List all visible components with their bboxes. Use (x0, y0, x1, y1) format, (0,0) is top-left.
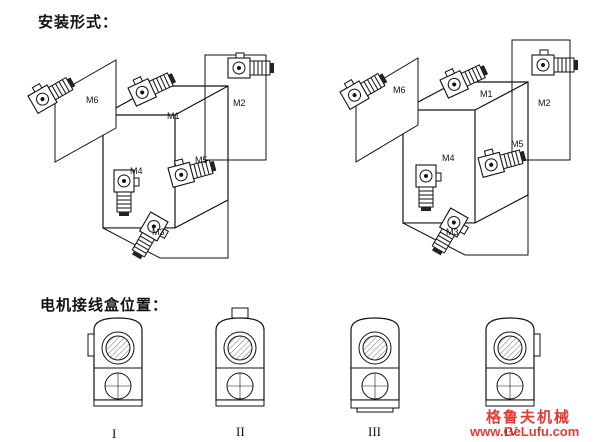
watermark-url: www.GeLufu.com (470, 424, 580, 439)
mounting-diagram-foot: M6 M1 M2 M4 M5 M3 (24, 52, 275, 265)
label-m6: M6 (86, 95, 99, 105)
label-m3: M3 (152, 227, 165, 237)
terminal-box-position-4 (485, 317, 541, 407)
watermark-brand: 格鲁夫机械 (486, 408, 572, 426)
terminal-box-position-2 (215, 307, 265, 407)
label-m1-flange: M1 (480, 89, 493, 99)
section-title-mounting: 安装形式： (38, 13, 119, 31)
mounting-diagram-flange: M6 M1 M2 M4 M5 M3 (336, 39, 579, 261)
label-position-3: III (368, 424, 381, 439)
label-m1: M1 (167, 111, 180, 121)
label-m6-flange: M6 (393, 85, 406, 95)
terminal-box-position-1 (87, 317, 143, 407)
label-m4-flange: M4 (442, 153, 455, 163)
label-position-2: II (236, 424, 245, 439)
motor-m2-flange-icon (531, 49, 579, 76)
terminal-box-position-3 (350, 317, 400, 413)
label-m5-flange: M5 (511, 139, 524, 149)
motor-m2-icon (227, 52, 275, 79)
section-title-terminal-box: 电机接线盒位置： (40, 296, 169, 314)
label-position-4: IV (504, 424, 518, 439)
label-m3-flange: M3 (446, 227, 459, 237)
label-position-1: I (112, 426, 116, 441)
label-m2: M2 (233, 98, 246, 108)
label-m5: M5 (195, 155, 208, 165)
label-m4: M4 (130, 166, 143, 176)
label-m2-flange: M2 (538, 98, 551, 108)
